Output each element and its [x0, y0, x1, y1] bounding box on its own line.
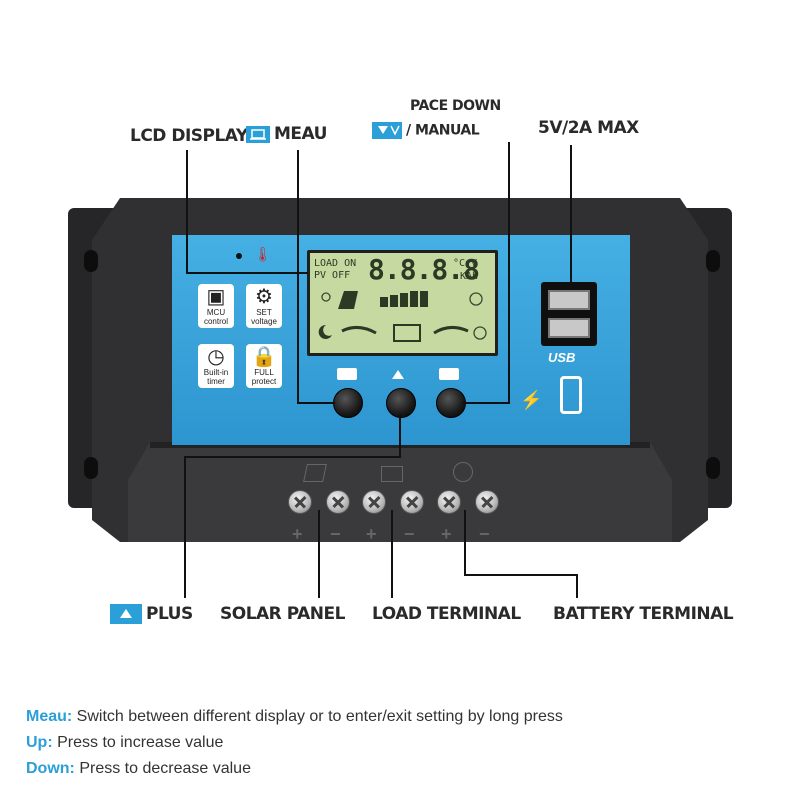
- plus-callout: PLUS: [110, 604, 193, 624]
- built-in-timer-tile: ◷ Built-in timer: [198, 344, 234, 388]
- manual-label: / MANUAL: [406, 122, 480, 139]
- leader-battery: [464, 510, 466, 576]
- leader-solar: [318, 510, 320, 598]
- description-text: Press to increase value: [52, 734, 224, 751]
- description-line: Down: Press to decrease value: [26, 760, 251, 778]
- lcd-load-on: LOAD ON: [314, 258, 357, 269]
- load-bulb-icon: [453, 462, 473, 482]
- usb-port[interactable]: [548, 290, 590, 310]
- lock-icon: 🔒: [251, 346, 277, 368]
- load-minus-screw[interactable]: [475, 490, 499, 514]
- leader-down: [508, 142, 510, 404]
- solar-plus-screw[interactable]: [288, 490, 312, 514]
- clock-icon: ◷: [207, 346, 225, 368]
- plus-sign: +: [292, 524, 303, 544]
- usb-port[interactable]: [548, 318, 590, 338]
- minus-sign: −: [404, 524, 415, 544]
- menu-icon: [246, 125, 270, 143]
- description-key: Up:: [26, 734, 53, 751]
- meau-label: MEAU: [274, 124, 327, 144]
- sensor-dot: [236, 253, 242, 259]
- thermometer-icon: 🌡: [254, 246, 272, 262]
- lcd-digits: 8.8.8.8: [368, 253, 480, 286]
- description-line: Up: Press to increase value: [26, 734, 223, 752]
- chip-icon: ▣: [206, 286, 226, 308]
- lcd-display-label: LCD DISPLAY: [130, 126, 248, 146]
- tile-label: SET voltage: [251, 308, 277, 326]
- mount-hole: [706, 457, 720, 479]
- leader-down: [462, 402, 510, 404]
- battery-minus-screw[interactable]: [400, 490, 424, 514]
- lcd-screen: LOAD ON PV OFF 8.8.8.8 °C V KAh: [307, 250, 498, 356]
- leader-plus: [184, 456, 186, 598]
- lcd-segments: [318, 291, 487, 342]
- plus-sign: +: [441, 524, 452, 544]
- minus-sign: −: [479, 524, 490, 544]
- leader-meau: [297, 150, 299, 404]
- leader-usb: [570, 145, 572, 285]
- tile-label: Built-in timer: [203, 368, 229, 386]
- description-text: Switch between different display or to e…: [72, 708, 563, 725]
- mcu-control-tile: ▣ MCU control: [198, 284, 234, 328]
- set-voltage-tile: ⚙ SET voltage: [246, 284, 282, 328]
- battery-icon: [381, 466, 403, 482]
- description-line: Meau: Switch between different display o…: [26, 708, 563, 726]
- leader-battery: [576, 574, 578, 598]
- mount-hole: [84, 250, 98, 272]
- plus-sign: +: [366, 524, 377, 544]
- pace-down-callout: / MANUAL: [372, 122, 480, 139]
- leader-plus: [399, 414, 401, 458]
- description-key: Down:: [26, 760, 75, 777]
- leader-lcd: [186, 272, 308, 274]
- pace-down-label: PACE DOWN: [410, 98, 501, 114]
- down-manual-icon: [372, 122, 402, 139]
- solar-panel-icon: [303, 464, 327, 482]
- minus-sign: −: [330, 524, 341, 544]
- battery-terminal-label: BATTERY TERMINAL: [553, 604, 734, 624]
- leader-plus: [184, 456, 401, 458]
- tile-label: FULL protect: [251, 368, 277, 386]
- lcd-units-bottom: KAh: [460, 271, 479, 282]
- meau-callout: MEAU: [246, 124, 327, 144]
- up-button-icon: [392, 370, 404, 379]
- description-key: Meau:: [26, 708, 73, 725]
- solar-panel-label: SOLAR PANEL: [220, 604, 345, 624]
- load-terminal-label: LOAD TERMINAL: [372, 604, 521, 624]
- usb-max-label: 5V/2A MAX: [538, 118, 639, 138]
- description-text: Press to decrease value: [74, 760, 251, 777]
- mount-hole: [84, 457, 98, 479]
- up-button[interactable]: [386, 388, 416, 418]
- menu-button-icon: [337, 368, 357, 380]
- up-arrow-icon: [110, 604, 142, 624]
- menu-button[interactable]: [333, 388, 363, 418]
- mount-hole: [706, 250, 720, 272]
- tile-label: MCU control: [203, 308, 228, 326]
- solar-minus-screw[interactable]: [326, 490, 350, 514]
- down-button-icon: [439, 368, 459, 380]
- plus-label: PLUS: [146, 604, 193, 624]
- full-protect-tile: 🔒 FULL protect: [246, 344, 282, 388]
- lightning-icon: ⚡: [520, 390, 543, 410]
- leader-meau: [297, 402, 335, 404]
- battery-plus-screw[interactable]: [362, 490, 386, 514]
- lcd-pv-off: PV OFF: [314, 270, 351, 281]
- lcd-units-top: °C V: [453, 258, 478, 269]
- gear-icon: ⚙: [255, 286, 273, 308]
- leader-lcd: [186, 150, 188, 274]
- leader-load: [391, 510, 393, 598]
- load-plus-screw[interactable]: [437, 490, 461, 514]
- usb-logo: USB: [548, 350, 576, 365]
- phone-icon: [560, 376, 582, 414]
- leader-battery: [464, 574, 578, 576]
